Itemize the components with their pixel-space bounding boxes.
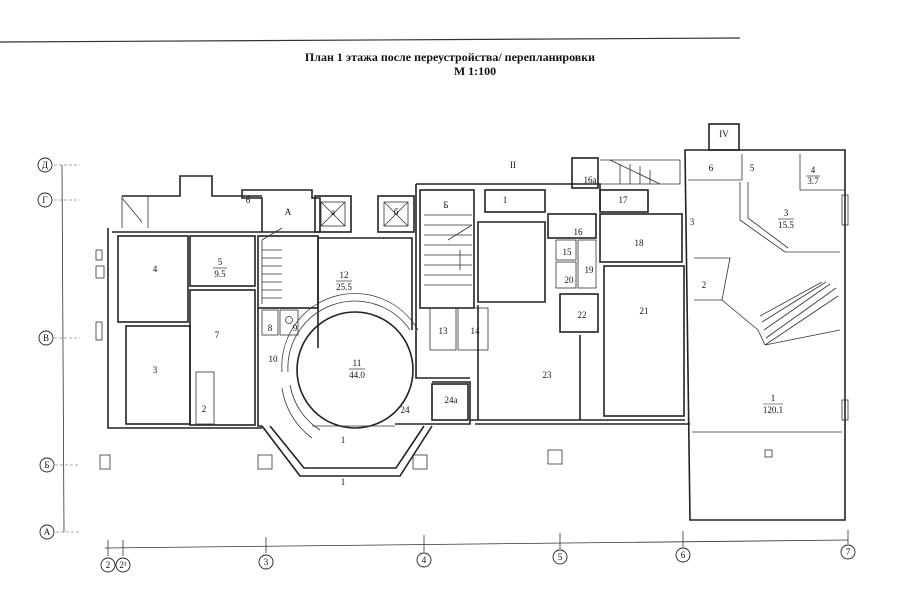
axis-marker-D: Д — [37, 157, 80, 173]
column-axis: 2 2¹ 3 4 5 6 7 — [100, 530, 856, 573]
svg-text:6: 6 — [681, 550, 686, 560]
room-label: 22 — [578, 310, 587, 320]
elevator-label: а — [331, 207, 335, 217]
room-label: 1 — [503, 195, 508, 205]
axis-marker-7: 7 — [840, 530, 856, 560]
room-labels-right: IV 6 5 4 3.7 3 15.5 3 2 1 120.1 — [690, 129, 820, 415]
svg-text:2: 2 — [106, 560, 111, 570]
svg-text:4: 4 — [422, 555, 427, 565]
room-label: 1 — [341, 435, 346, 445]
axis-marker-A: А — [39, 524, 80, 540]
axis-marker-2-1: 2¹ — [115, 540, 131, 573]
room-label: IV — [719, 129, 729, 139]
room-label: 24 — [401, 405, 411, 415]
room-label: 4 — [811, 165, 816, 175]
room-label: 4 — [153, 264, 158, 274]
plan-scale: М 1:100 — [453, 64, 497, 78]
room-label: Б — [443, 200, 448, 210]
room-label: 20 — [565, 275, 575, 285]
room-label: 15 — [563, 247, 573, 257]
svg-text:Д: Д — [42, 160, 48, 170]
room-label: 16 — [574, 227, 584, 237]
axis-marker-B: Б — [39, 457, 80, 473]
svg-text:В: В — [43, 333, 49, 343]
row-axis: Д Г В Б А — [37, 157, 80, 540]
svg-text:Г: Г — [42, 195, 47, 205]
left-block-walls — [95, 175, 563, 470]
room-area: 25.5 — [336, 282, 352, 292]
room-labels-center: Б II 1 16а 17 16 15 18 19 20 22 21 13 14… — [439, 160, 649, 405]
center-block-walls — [415, 157, 690, 425]
axis-marker-3: 3 — [258, 537, 274, 570]
room-area: 3.7 — [807, 176, 819, 186]
svg-text:2¹: 2¹ — [119, 560, 127, 570]
room-area: 9.5 — [214, 269, 226, 279]
room-label: 9 — [293, 323, 298, 333]
room-label: 12 — [340, 270, 349, 280]
room-label: 13 — [439, 326, 449, 336]
room-label: 1 — [771, 393, 776, 403]
room-label: 10 — [269, 354, 279, 364]
room-label: 24а — [445, 395, 458, 405]
elevator-shafts — [314, 195, 415, 233]
room-label: 2 — [702, 280, 707, 290]
room-label: 5 — [750, 163, 755, 173]
hall-12-walls — [317, 237, 413, 348]
room-label: 16а — [584, 175, 597, 185]
svg-text:7: 7 — [846, 547, 851, 557]
room-label: 2 — [202, 404, 207, 414]
room-label: А — [285, 207, 292, 217]
room-label: 14 — [471, 326, 481, 336]
axis-marker-4: 4 — [416, 535, 432, 568]
room-label: 7 — [215, 330, 220, 340]
svg-text:3: 3 — [264, 557, 269, 567]
room-label: 3 — [784, 208, 789, 218]
room-label: 18 — [635, 238, 645, 248]
room-area: 15.5 — [778, 220, 794, 230]
rotunda — [261, 293, 471, 477]
room-labels-left: 4 5 9.5 7 3 2 6 А 8 9 10 11 44.0 12 25.5… — [153, 195, 410, 487]
room-label: 8 — [268, 323, 273, 333]
elevator-label: б — [394, 207, 399, 217]
scan-edge-line — [0, 37, 741, 43]
axis-marker-G: Г — [37, 192, 80, 208]
room-label: 21 — [640, 306, 649, 316]
room-label: II — [510, 160, 516, 170]
right-block-walls — [684, 123, 849, 521]
room-label: 3 — [690, 217, 695, 227]
svg-text:Б: Б — [44, 460, 49, 470]
svg-text:А: А — [44, 527, 51, 537]
room-label: 19 — [585, 265, 595, 275]
room-label: 17 — [619, 195, 629, 205]
room-label: 11 — [353, 358, 362, 368]
svg-text:5: 5 — [558, 552, 563, 562]
room-label: 6 — [246, 195, 251, 205]
room-label: 3 — [153, 365, 158, 375]
axis-marker-6: 6 — [675, 531, 691, 563]
room-area: 120.1 — [763, 405, 783, 415]
room-label: 6 — [709, 163, 714, 173]
axis-marker-2: 2 — [100, 540, 116, 573]
plan-title: План 1 этажа после переустройства/ переп… — [304, 50, 596, 64]
room-area: 44.0 — [349, 370, 365, 380]
room-label: 1 — [341, 477, 346, 487]
room-label: 5 — [218, 257, 223, 267]
axis-marker-5: 5 — [552, 533, 568, 565]
room-label: 23 — [543, 370, 553, 380]
axis-marker-V: В — [38, 330, 80, 346]
